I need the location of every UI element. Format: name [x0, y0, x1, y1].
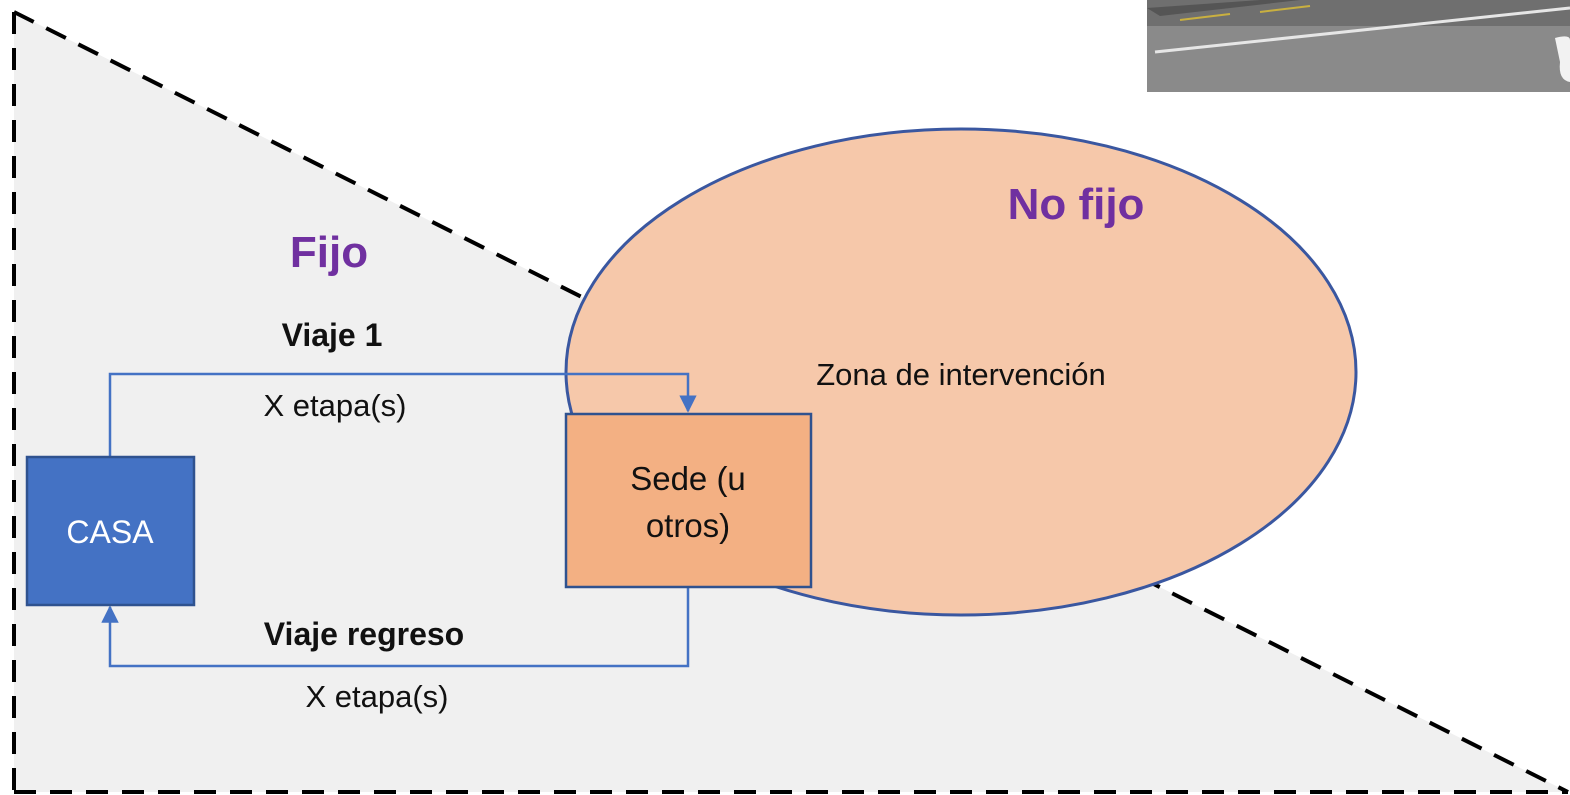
trip-out-title: Viaje 1 [282, 317, 383, 353]
trip-return-connector [101, 588, 690, 668]
road-photo-fragment [1147, 0, 1570, 92]
site-node-label-line2: otros) [646, 507, 730, 544]
trip-return-stages: X etapa(s) [305, 679, 448, 714]
zone-label: Zona de intervención [816, 357, 1106, 392]
nonfixed-region-label: No fijo [1008, 180, 1145, 229]
site-node-label-line1: Sede (u [630, 460, 746, 497]
trip-return-title: Viaje regreso [264, 616, 464, 652]
trip-out-connector [108, 372, 697, 457]
home-node [25, 455, 196, 607]
site-node [564, 412, 813, 589]
home-node-label: CASA [66, 514, 154, 550]
fixed-region-label: Fijo [290, 228, 368, 277]
trip-out-stages: X etapa(s) [263, 388, 406, 423]
